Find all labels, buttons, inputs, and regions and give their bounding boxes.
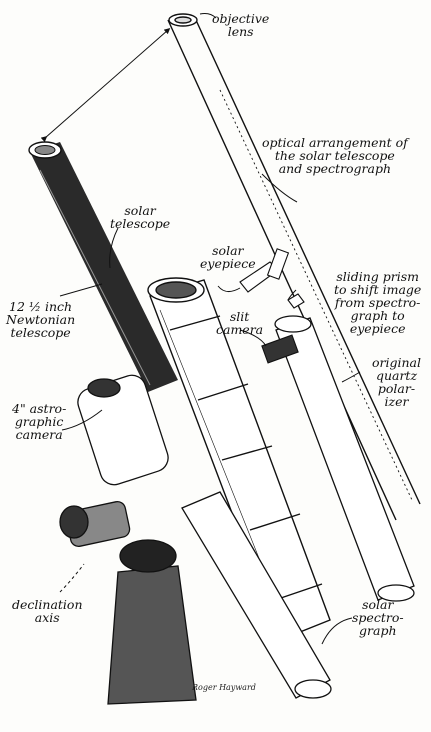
spectrograph-tube	[274, 315, 415, 602]
label-objective-lens: objective lens	[212, 11, 270, 39]
label-optical-arrangement: optical arrangement of the solar telesco…	[262, 135, 408, 176]
label-solar-eyepiece: solar eyepiece	[200, 243, 256, 271]
mount-pier	[59, 500, 197, 705]
label-solar-telescope: solar telescope	[110, 203, 171, 231]
label-quartz-polarizer: original quartz polar- izer	[372, 355, 421, 409]
label-sliding-prism: sliding prism to shift image from spectr…	[334, 269, 422, 336]
label-astrographic-camera: 4" astro- graphic camera	[12, 401, 67, 442]
label-solar-spectrograph: solar spectro- graph	[352, 597, 404, 638]
leader-lines	[40, 13, 361, 645]
label-declination-axis: declination axis	[12, 597, 83, 625]
label-newtonian-telescope: 12 ½ inch Newtonian telescope	[6, 299, 76, 340]
astrographic-camera	[77, 374, 169, 486]
label-slit-camera: slit camera	[216, 309, 264, 337]
solar-telescope-tube	[28, 141, 178, 392]
lower-tube	[181, 491, 332, 699]
eyepiece-assembly	[239, 248, 305, 364]
artist-signature: Roger Hayward	[192, 683, 256, 692]
